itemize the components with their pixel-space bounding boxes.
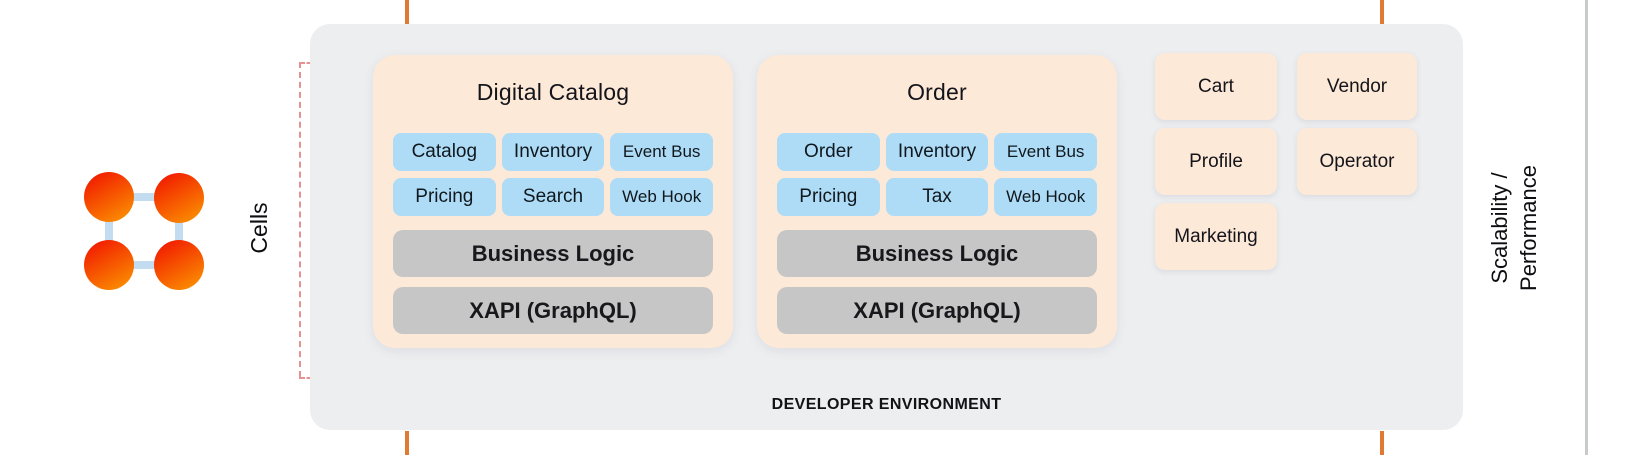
service-chip: Pricing [393, 178, 496, 216]
xapi-graphql-layer: XAPI (GraphQL) [393, 287, 713, 334]
cell-node-icon [84, 172, 134, 222]
xapi-graphql-layer: XAPI (GraphQL) [777, 287, 1097, 334]
module-card-operator: Operator [1297, 128, 1417, 195]
scalability-performance-label: Scalability / Performance [1485, 128, 1545, 328]
cell-link-line [109, 261, 179, 269]
cells-bracket-tick-bottom [299, 377, 320, 379]
cells-cluster-icon [84, 172, 204, 290]
service-chip: Tax [885, 178, 989, 216]
connector-line-bottom-right [1380, 431, 1384, 455]
cells-bracket-tick-top [299, 62, 320, 64]
service-chip-row: Pricing Tax Web Hook [777, 178, 1098, 216]
service-chip-row: Catalog Inventory Event Bus [393, 133, 714, 171]
card-title: Order [907, 79, 967, 105]
module-card-marketing: Marketing [1155, 203, 1277, 270]
cell-card-digital-catalog: Digital Catalog Catalog Inventory Event … [373, 55, 733, 348]
connector-line-bottom-left [405, 431, 409, 455]
developer-environment-label: DEVELOPER ENVIRONMENT [771, 396, 1002, 413]
cell-link-line [109, 193, 179, 201]
module-card-cart: Cart [1155, 53, 1277, 120]
service-chip: Event Bus [610, 133, 714, 171]
service-chip: Search [501, 178, 605, 216]
service-chip-row: Pricing Search Web Hook [393, 178, 714, 216]
service-chip: Catalog [393, 133, 496, 171]
service-chip: Pricing [777, 178, 880, 216]
service-chip: Web Hook [994, 178, 1098, 216]
cells-bracket [299, 62, 301, 377]
cell-link-line [105, 197, 113, 265]
connector-line-top-right [1380, 0, 1384, 24]
service-chip: Event Bus [994, 133, 1098, 171]
cell-link-line [175, 197, 183, 265]
scalability-label-line2: Performance [1516, 165, 1541, 291]
business-logic-layer: Business Logic [393, 230, 713, 277]
connector-line-top-left [405, 0, 409, 24]
cell-card-order: Order Order Inventory Event Bus Pricing … [757, 55, 1117, 348]
right-boundary-divider [1585, 0, 1588, 455]
cell-node-icon [154, 240, 204, 290]
module-card-vendor: Vendor [1297, 53, 1417, 120]
side-modules-grid: Cart Vendor Profile Operator Marketing [1155, 53, 1417, 270]
business-logic-layer: Business Logic [777, 230, 1097, 277]
service-chip: Order [777, 133, 880, 171]
scalability-label-line1: Scalability / [1487, 172, 1512, 284]
service-chip: Inventory [501, 133, 605, 171]
developer-environment-container: Digital Catalog Catalog Inventory Event … [310, 24, 1463, 430]
service-chip: Inventory [885, 133, 989, 171]
cells-label: Cells [245, 202, 272, 254]
card-title: Digital Catalog [476, 79, 630, 105]
service-chip: Web Hook [610, 178, 714, 216]
cell-node-icon [154, 173, 204, 223]
cell-node-icon [84, 240, 134, 290]
module-card-profile: Profile [1155, 128, 1277, 195]
service-chip-row: Order Inventory Event Bus [777, 133, 1098, 171]
